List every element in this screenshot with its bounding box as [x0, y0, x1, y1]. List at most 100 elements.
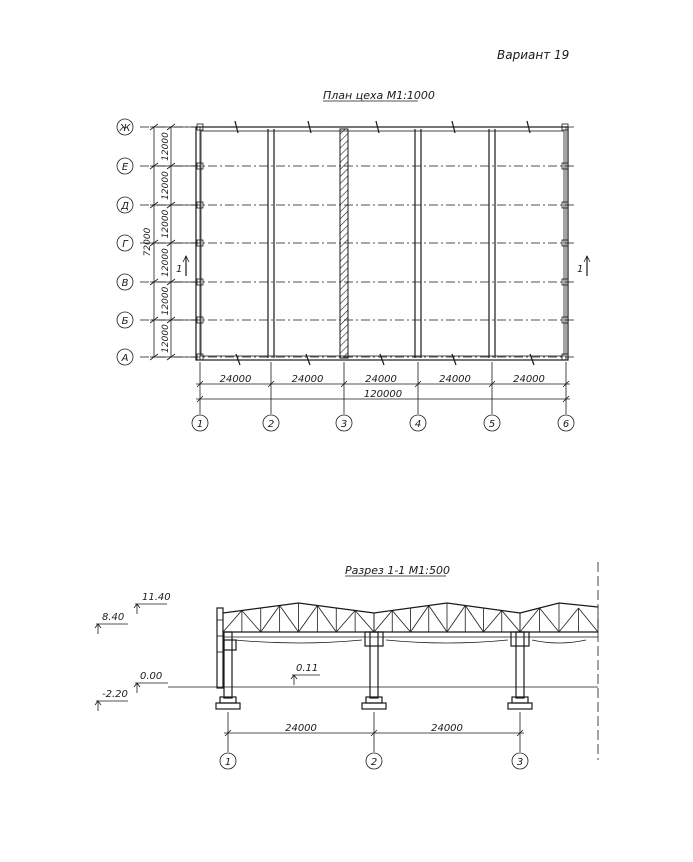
- elevation-marks: 11.40 8.40 0.00 -2.20 0.11: [94, 592, 320, 711]
- row-axis-bubble: [116, 234, 134, 252]
- section-column: [223, 631, 233, 699]
- total-length-label: 120000: [364, 389, 402, 400]
- total-height-label: 72000: [143, 227, 153, 256]
- dim-tick: [340, 380, 348, 388]
- column-axis-bubble: [262, 414, 280, 432]
- row-axis-bubble: [116, 157, 134, 175]
- column-axis-bubble: [409, 414, 427, 432]
- dim-tick: [414, 380, 422, 388]
- section-title: Разрез 1-1 М1:500: [345, 564, 450, 577]
- section-columns: [215, 631, 533, 710]
- elevation-label: 0.00: [140, 671, 162, 682]
- truss-diagonal: [519, 607, 540, 633]
- row-axis-label: Ж: [119, 123, 132, 134]
- dim-tick: [224, 729, 232, 737]
- column-bracket: [223, 639, 237, 651]
- row-axis-bubble: [116, 118, 134, 136]
- section-mark-left-label: 1: [176, 264, 182, 275]
- section-column: [515, 631, 525, 699]
- row-axis-label: В: [122, 278, 129, 289]
- elevation-arrow: [133, 603, 141, 609]
- variant-label: Вариант 19: [497, 48, 569, 62]
- row-axis-bubble: [116, 311, 134, 329]
- row-axis-label: Г: [122, 239, 129, 250]
- column-spacing-label: 24000: [220, 374, 252, 385]
- column-axis-label: 3: [341, 419, 347, 430]
- truss-diagonal: [483, 610, 503, 633]
- row-axis-label: Б: [122, 316, 129, 327]
- truss-diagonal: [354, 610, 375, 633]
- truss-diagonal: [391, 610, 411, 633]
- section-axis-label: 1: [225, 757, 231, 768]
- truss-diagonal: [222, 610, 243, 633]
- section-drawing: Разрез 1-1 М1:500 11.40 8.40 0.00 -2.20 0.11…: [94, 562, 599, 770]
- crane-girder: [385, 639, 509, 644]
- section-mark-left: 1: [176, 255, 190, 276]
- elevation-arrow: [290, 674, 298, 680]
- column-axis-label: 4: [415, 419, 421, 430]
- firewall-hatched: [339, 128, 349, 359]
- row-spacing-label: 12000: [161, 248, 171, 277]
- crane-girder: [234, 639, 363, 644]
- dim-tick: [516, 729, 524, 737]
- dim-tick: [562, 395, 570, 403]
- truss-diagonal: [446, 605, 466, 633]
- column-axis-bubble: [557, 414, 575, 432]
- column-spacing-label: 24000: [292, 374, 324, 385]
- truss-diagonal: [428, 605, 448, 633]
- elevation-arrow: [94, 700, 102, 706]
- truss-diagonal: [260, 605, 280, 633]
- column-axis-bubble: [335, 414, 353, 432]
- truss-diagonal: [464, 605, 484, 633]
- elevation-arrow: [133, 682, 141, 688]
- building-outline: [195, 126, 569, 361]
- elevation-arrow: [94, 623, 102, 629]
- dim-tick: [196, 395, 204, 403]
- elevation-label: -2.20: [102, 689, 128, 700]
- section-axis-bubble: [511, 752, 529, 770]
- elevation-label: 11.40: [142, 592, 171, 603]
- section-axis-label: 2: [371, 757, 377, 768]
- section-axis-bubble: [365, 752, 383, 770]
- truss-diagonal: [410, 605, 430, 633]
- truss-diagonal: [279, 605, 299, 633]
- row-axis-bubble: [116, 196, 134, 214]
- row-spacing-label: 12000: [161, 171, 171, 200]
- column-axis-label: 6: [563, 419, 569, 430]
- section-column: [369, 631, 379, 699]
- elevation-label: 0.11: [296, 663, 318, 674]
- foundation-base: [215, 702, 241, 710]
- row-axis-label: А: [121, 353, 129, 364]
- plan-column-lines: [196, 123, 569, 361]
- column-spacing-label: 24000: [513, 374, 545, 385]
- column-axis-label: 2: [268, 419, 274, 430]
- row-axis-label: Д: [120, 201, 129, 212]
- building-inner-outline: [200, 130, 565, 357]
- truss-diagonal: [298, 605, 318, 633]
- truss-diagonal: [501, 610, 521, 633]
- section-mark-right-label: 1: [577, 264, 583, 275]
- section-spacing-label: 24000: [285, 723, 317, 734]
- section-dimensions: 1 2 3 24000 24000: [219, 712, 529, 770]
- wall-brick-marks: [217, 619, 223, 653]
- section-axis-bubble: [219, 752, 237, 770]
- foundation-base: [507, 702, 533, 710]
- row-axis-bubble: [116, 273, 134, 291]
- section-axis-label: 3: [517, 757, 523, 768]
- elevation-label: 8.40: [102, 612, 124, 623]
- column-capital: [364, 631, 384, 647]
- column-capital: [510, 631, 530, 647]
- row-spacing-label: 12000: [161, 286, 171, 315]
- truss-diagonal: [558, 607, 579, 633]
- row-spacing-label: 12000: [161, 132, 171, 161]
- column-spacing-label: 24000: [365, 374, 397, 385]
- foundation-base: [361, 702, 387, 710]
- column-axis-bubble: [483, 414, 501, 432]
- dim-tick: [196, 380, 204, 388]
- column-axis-label: 1: [197, 419, 203, 430]
- section-spacing-label: 24000: [431, 723, 463, 734]
